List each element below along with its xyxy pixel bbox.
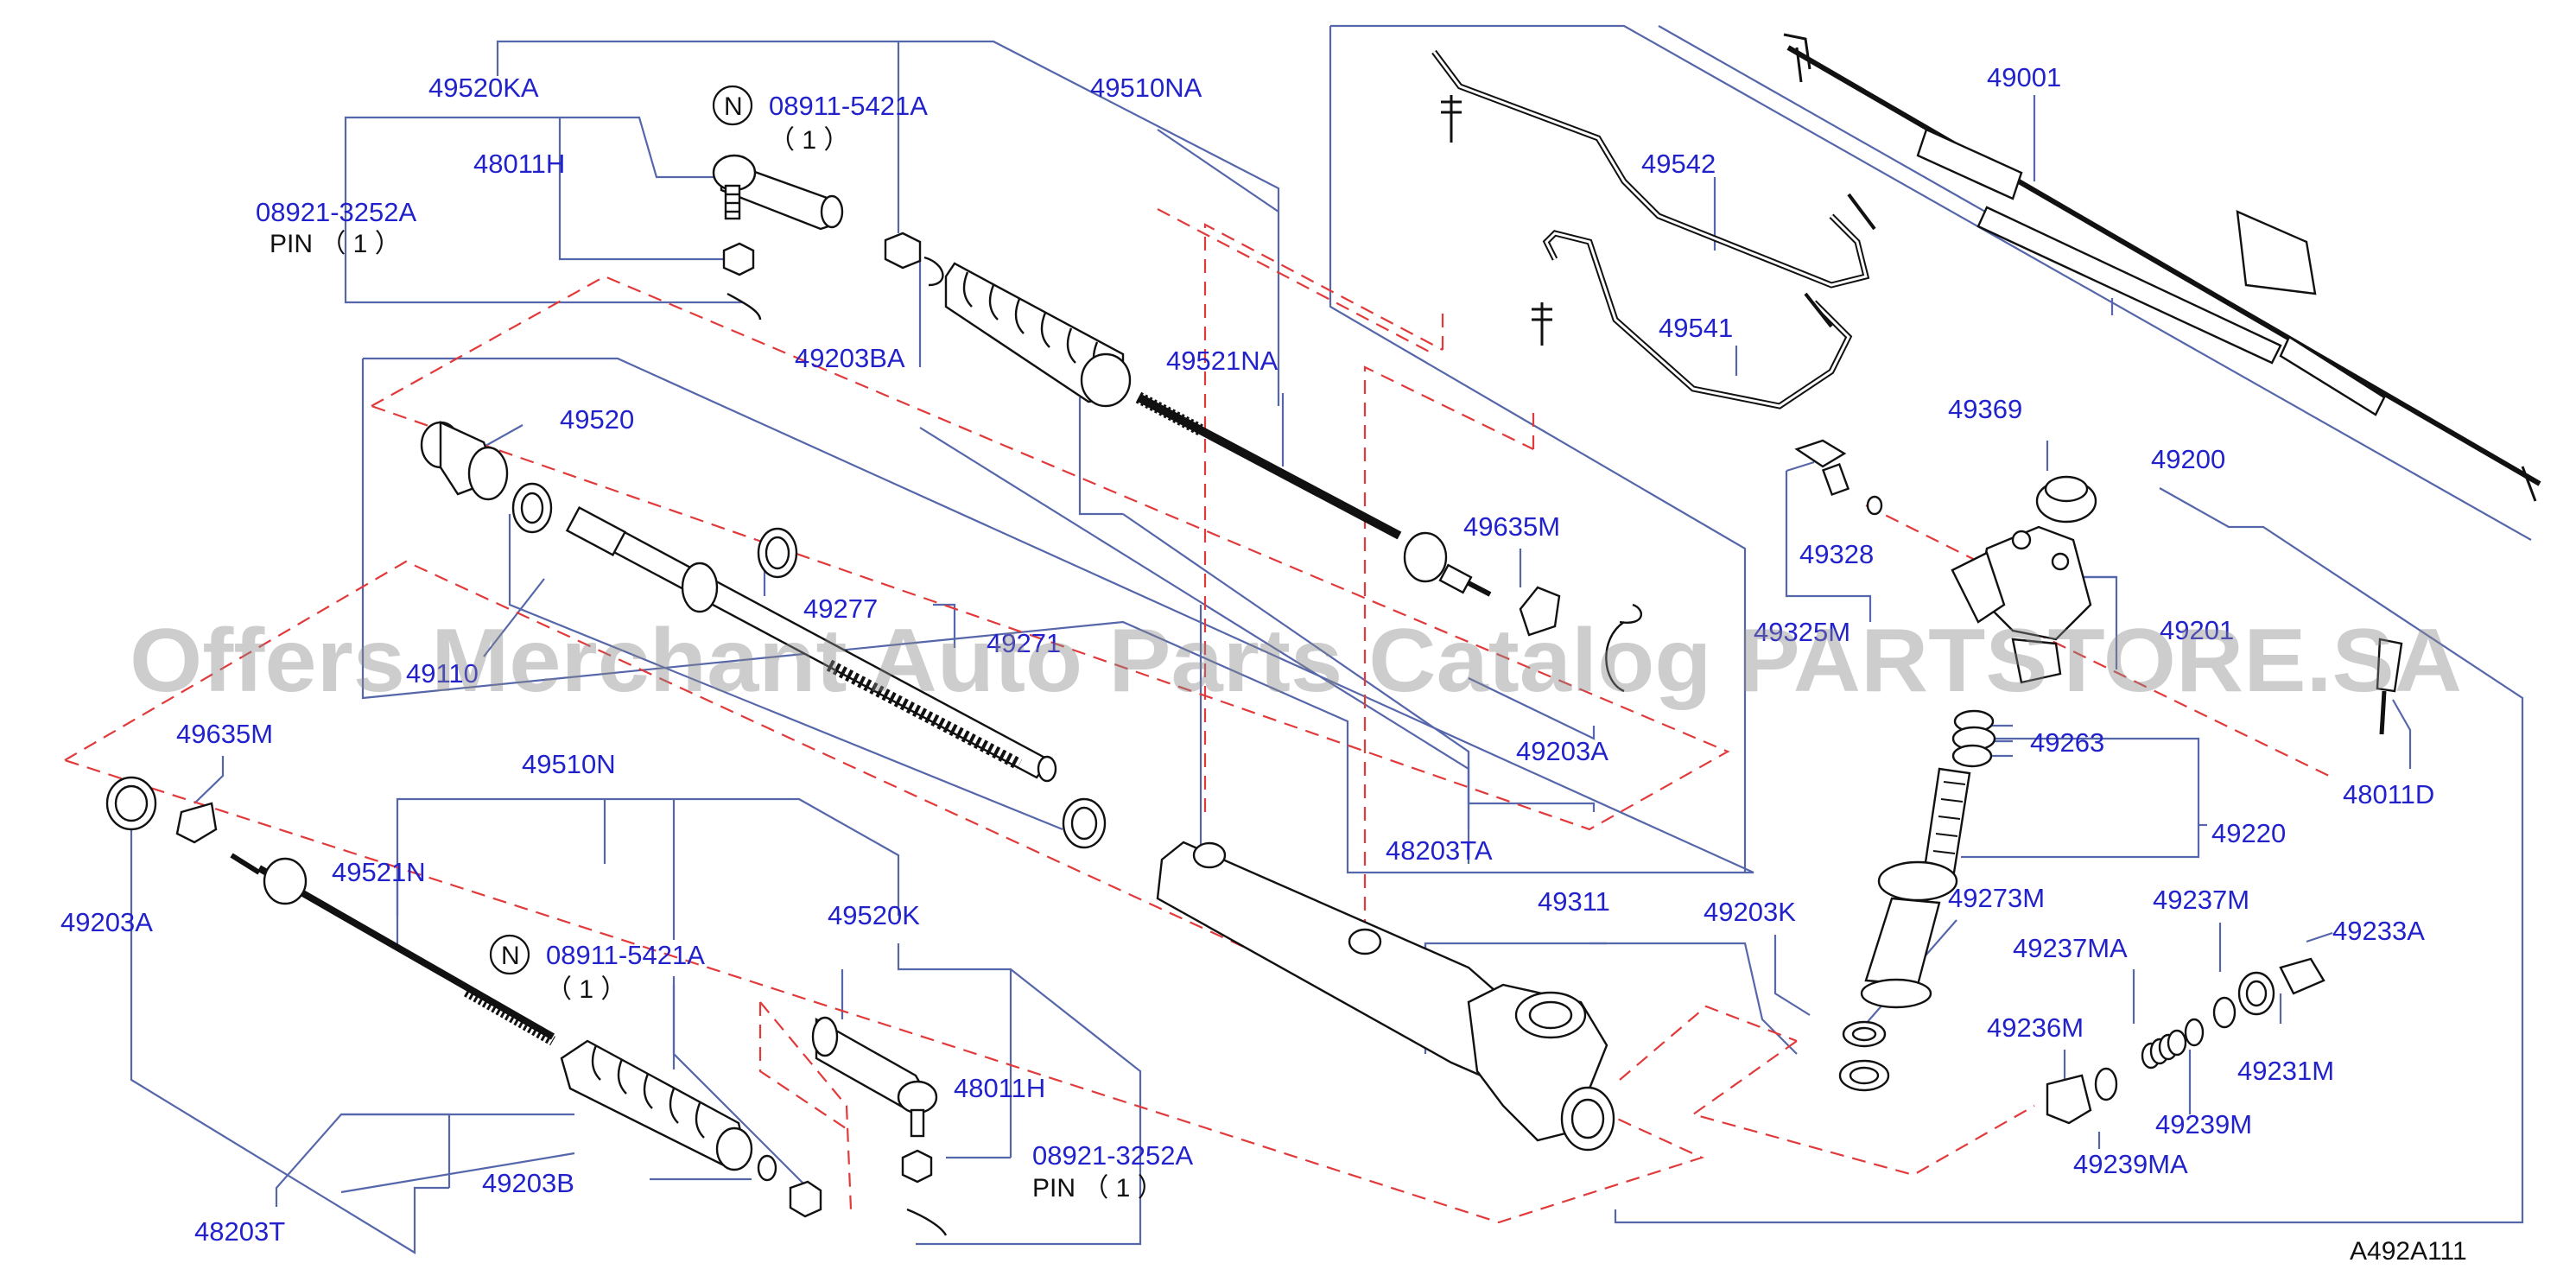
label-49325m[interactable]: 49325M [1754, 617, 1850, 647]
label-qty-bottom: （ 1 ） [546, 975, 626, 1004]
label-49273m[interactable]: 49273M [1948, 883, 2045, 913]
label-49369[interactable]: 49369 [1948, 394, 2022, 424]
label-49520k[interactable]: 49520K [828, 900, 920, 930]
rack-bushing [420, 421, 553, 534]
pressure-tubes [1431, 49, 1876, 409]
label-48203ta[interactable]: 48203TA [1386, 835, 1493, 866]
label-48011d[interactable]: 48011D [2343, 779, 2434, 809]
label-49203k[interactable]: 49203K [1704, 897, 1796, 927]
tie-rod-end-bottom [811, 1016, 938, 1138]
inner-tie-rod-bottom [230, 853, 555, 1046]
label-49311[interactable]: 49311 [1538, 886, 1610, 917]
valve-housing [1951, 525, 2092, 684]
label-49635m-mid[interactable]: 49635M [1463, 511, 1560, 542]
label-49237m[interactable]: 49237M [2153, 885, 2249, 915]
label-pin-bottom: PIN （ 1 ） [1032, 1174, 1164, 1203]
part-labels: 49520KA 48011H 08921-3252A PIN （ 1 ） N 0… [60, 62, 2467, 1266]
label-49277[interactable]: 49277 [803, 593, 878, 624]
nissan-n-mark-top [712, 85, 753, 126]
label-pin-top: PIN （ 1 ） [270, 230, 401, 258]
label-49542[interactable]: 49542 [1641, 149, 1716, 179]
cotter-pin-top [726, 292, 762, 320]
retainer-49236m [2046, 1074, 2092, 1125]
cotter-pin-bottom [906, 1208, 948, 1236]
label-49203a-mid[interactable]: 49203A [1516, 736, 1608, 766]
label-08921-bottom[interactable]: 08921-3252A [1032, 1140, 1193, 1171]
nut-bottom [789, 1180, 822, 1218]
label-49521na[interactable]: 49521NA [1166, 346, 1278, 376]
label-49239m[interactable]: 49239M [2155, 1109, 2252, 1139]
rack-bar [565, 506, 1057, 783]
label-49201[interactable]: 49201 [2160, 615, 2234, 645]
label-49328[interactable]: 49328 [1799, 539, 1874, 569]
label-49520[interactable]: 49520 [560, 404, 634, 435]
label-49200[interactable]: 49200 [2151, 444, 2225, 474]
spring-49237ma [2141, 1029, 2187, 1069]
label-n-top: N [724, 92, 743, 121]
label-49203ba[interactable]: 49203BA [795, 343, 905, 373]
label-49510na[interactable]: 49510NA [1090, 73, 1202, 103]
label-qty-top: （ 1 ） [769, 126, 849, 155]
label-49231m[interactable]: 49231M [2237, 1056, 2334, 1086]
label-48203t[interactable]: 48203T [194, 1216, 285, 1247]
nissan-n-mark-bottom [489, 934, 530, 975]
label-08921-top[interactable]: 08921-3252A [256, 197, 416, 227]
label-49236m[interactable]: 49236M [1987, 1012, 2084, 1043]
inner-tie-rod-top [1135, 391, 1492, 597]
boot-bottom [560, 1039, 753, 1171]
tie-rod-pin [2376, 638, 2403, 693]
label-49110[interactable]: 49110 [406, 658, 479, 689]
clip-left [175, 802, 218, 844]
boot-top [944, 262, 1132, 408]
clip-mid [1519, 586, 1561, 637]
label-49635m-left[interactable]: 49635M [176, 719, 273, 749]
diagram-id: A492A111 [2350, 1237, 2467, 1266]
steering-gear-assembly [1783, 33, 2541, 502]
plug-49231m [2279, 957, 2325, 995]
label-48011h-bottom[interactable]: 48011H [954, 1073, 1045, 1103]
label-08911-top[interactable]: 08911-5421A [769, 91, 928, 121]
label-49271[interactable]: 49271 [987, 628, 1061, 658]
label-49510n[interactable]: 49510N [522, 749, 616, 779]
tie-rod-end-top [712, 154, 844, 231]
label-n-bottom: N [501, 942, 520, 970]
label-49237ma[interactable]: 49237MA [2013, 933, 2128, 963]
label-48011h-top[interactable]: 48011H [473, 149, 565, 179]
label-08911-bottom[interactable]: 08911-5421A [546, 940, 705, 970]
label-49520ka[interactable]: 49520KA [428, 73, 539, 103]
label-49001[interactable]: 49001 [1987, 62, 2061, 92]
label-49233a[interactable]: 49233A [2332, 916, 2425, 946]
gear-housing [1156, 841, 1615, 1152]
label-49203b[interactable]: 49203B [482, 1168, 574, 1198]
union-fitting [1794, 439, 1883, 516]
label-49203a-left[interactable]: 49203A [60, 907, 153, 937]
label-49220[interactable]: 49220 [2211, 818, 2286, 848]
label-49541[interactable]: 49541 [1659, 313, 1733, 343]
pinion-shaft [1860, 767, 1971, 1009]
label-49521n[interactable]: 49521N [332, 857, 426, 887]
watermark-text: Offers Merchant Auto Parts Catalog PARTS… [130, 611, 2462, 711]
parts [105, 33, 2541, 1236]
label-49239ma[interactable]: 49239MA [2073, 1149, 2188, 1179]
label-49263[interactable]: 49263 [2030, 727, 2104, 758]
